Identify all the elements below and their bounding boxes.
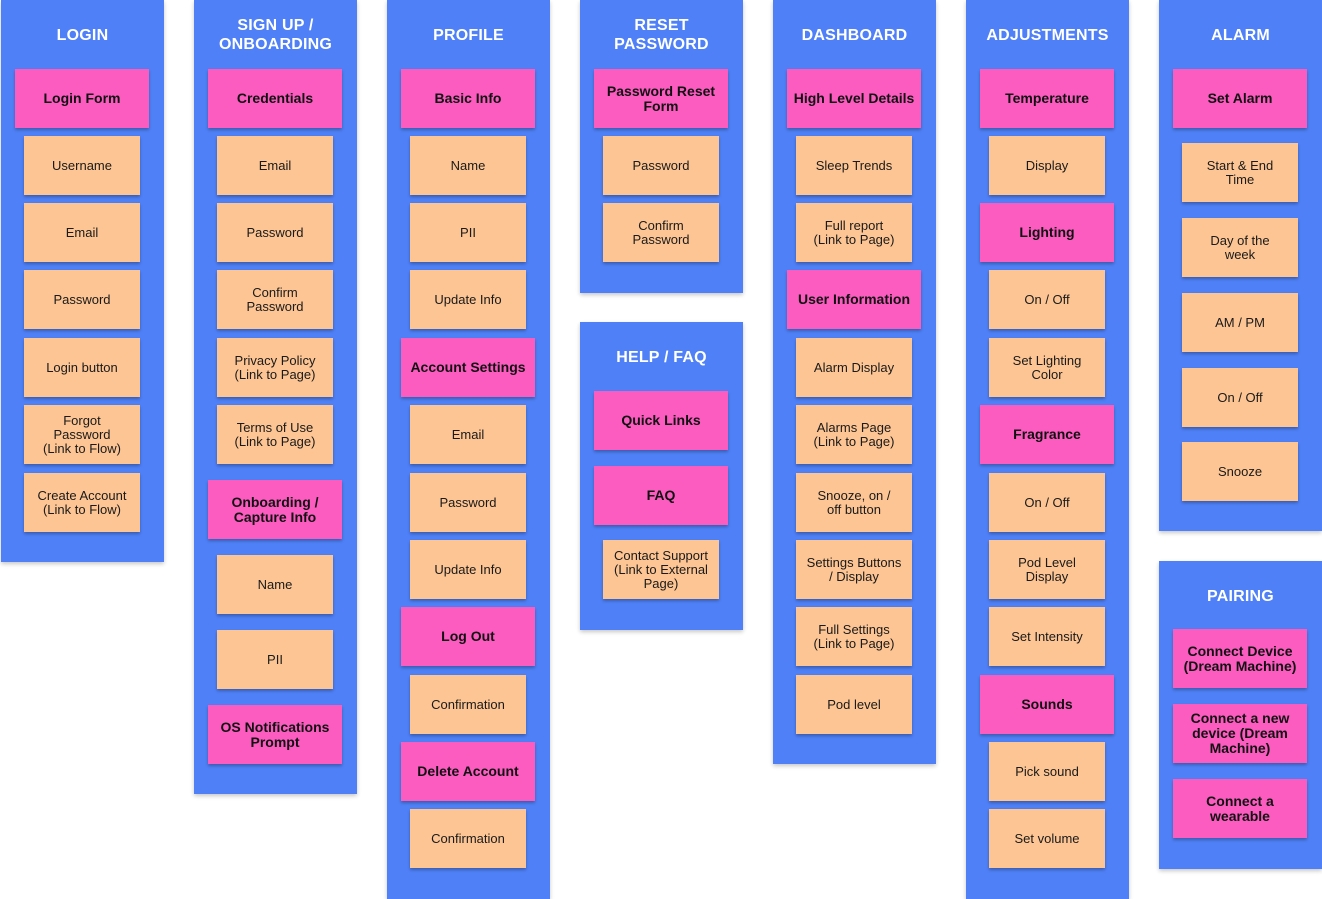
item-note-pod-level: Pod level [796,675,912,734]
item-note-confirmation: Confirmation [410,675,526,734]
column-title: ADJUSTMENTS [986,27,1109,44]
item-note-day-of-the-week: Day of the week [1182,218,1298,277]
item-note-password: Password [410,473,526,532]
category-note-temperature: Temperature [980,69,1114,128]
item-note-pii: PII [217,630,333,689]
item-note-email: Email [24,203,140,262]
item-note-password: Password [603,136,719,195]
item-note-name: Name [217,555,333,614]
item-note-confirm-password: Confirm Password [603,203,719,262]
item-note-update-info: Update Info [410,270,526,329]
item-note-sleep-trends: Sleep Trends [796,136,912,195]
item-note-login-button: Login button [24,338,140,397]
category-note-log-out: Log Out [401,607,535,666]
item-note-username: Username [24,136,140,195]
item-note-snooze-on-off-button: Snooze, on / off button [796,473,912,532]
category-note-set-alarm: Set Alarm [1173,69,1307,128]
category-note-login-form: Login Form [15,69,149,128]
category-note-os-notifications-prompt: OS Notifications Prompt [208,705,342,764]
item-note-pick-sound: Pick sound [989,742,1105,801]
column-pairing: PAIRING Connect Device (Dream Machine) Con… [1159,561,1322,869]
item-note-full-report-link-to-page: Full report (Link to Page) [796,203,912,262]
item-note-email: Email [217,136,333,195]
item-note-set-lighting-color: Set Lighting Color [989,338,1105,397]
column-title: PROFILE [433,27,504,44]
category-note-connect-a-new-device-dream-machine: Connect a new device (Dream Machine) [1173,704,1307,763]
category-note-high-level-details: High Level Details [787,69,921,128]
column-title: LOGIN [56,27,109,44]
item-note-terms-of-use-link-to-page: Terms of Use (Link to Page) [217,405,333,464]
item-note-am-pm: AM / PM [1182,293,1298,352]
item-note-on-off: On / Off [989,270,1105,329]
item-note-pii: PII [410,203,526,262]
column-title: DASHBOARD [801,27,908,44]
category-note-connect-device-dream-machine: Connect Device (Dream Machine) [1173,629,1307,688]
category-note-password-reset-form: Password Reset Form [594,69,728,128]
item-note-password: Password [217,203,333,262]
category-note-credentials: Credentials [208,69,342,128]
item-note-full-settings-link-to-page: Full Settings (Link to Page) [796,607,912,666]
item-note-settings-buttons-display: Settings Buttons / Display [796,540,912,599]
item-note-set-intensity: Set Intensity [989,607,1105,666]
item-note-update-info: Update Info [410,540,526,599]
item-note-password: Password [24,270,140,329]
item-note-snooze: Snooze [1182,442,1298,501]
item-note-confirmation: Confirmation [410,809,526,868]
item-note-on-off: On / Off [989,473,1105,532]
item-note-alarms-page-link-to-page: Alarms Page (Link to Page) [796,405,912,464]
category-note-sounds: Sounds [980,675,1114,734]
column-title: PAIRING [1207,588,1274,605]
category-note-delete-account: Delete Account [401,742,535,801]
category-note-lighting: Lighting [980,203,1114,262]
item-note-display: Display [989,136,1105,195]
category-note-fragrance: Fragrance [980,405,1114,464]
category-note-user-information: User Information [787,270,921,329]
item-note-set-volume: Set volume [989,809,1105,868]
item-note-contact-support-link-to-external-page: Contact Support (Link to External Page) [603,540,719,599]
item-note-forgot-password-link-to-flow: Forgot Password (Link to Flow) [24,405,140,464]
category-note-faq: FAQ [594,466,728,525]
item-note-create-account-link-to-flow: Create Account (Link to Flow) [24,473,140,532]
column-title: RESET PASSWORD [614,17,709,53]
item-note-email: Email [410,405,526,464]
item-note-on-off: On / Off [1182,368,1298,427]
category-note-quick-links: Quick Links [594,391,728,450]
item-note-privacy-policy-link-to-page: Privacy Policy (Link to Page) [217,338,333,397]
category-note-connect-a-wearable: Connect a wearable [1173,779,1307,838]
category-note-onboarding-capture-info: Onboarding / Capture Info [208,480,342,539]
column-title: ALARM [1211,27,1270,44]
category-note-basic-info: Basic Info [401,69,535,128]
item-note-alarm-display: Alarm Display [796,338,912,397]
item-note-pod-level-display: Pod Level Display [989,540,1105,599]
item-note-name: Name [410,136,526,195]
category-note-account-settings: Account Settings [401,338,535,397]
column-title: HELP / FAQ [616,349,707,366]
item-note-confirm-password: Confirm Password [217,270,333,329]
column-title: SIGN UP / ONBOARDING [218,17,333,53]
item-note-start-end-time: Start & End Time [1182,143,1298,202]
